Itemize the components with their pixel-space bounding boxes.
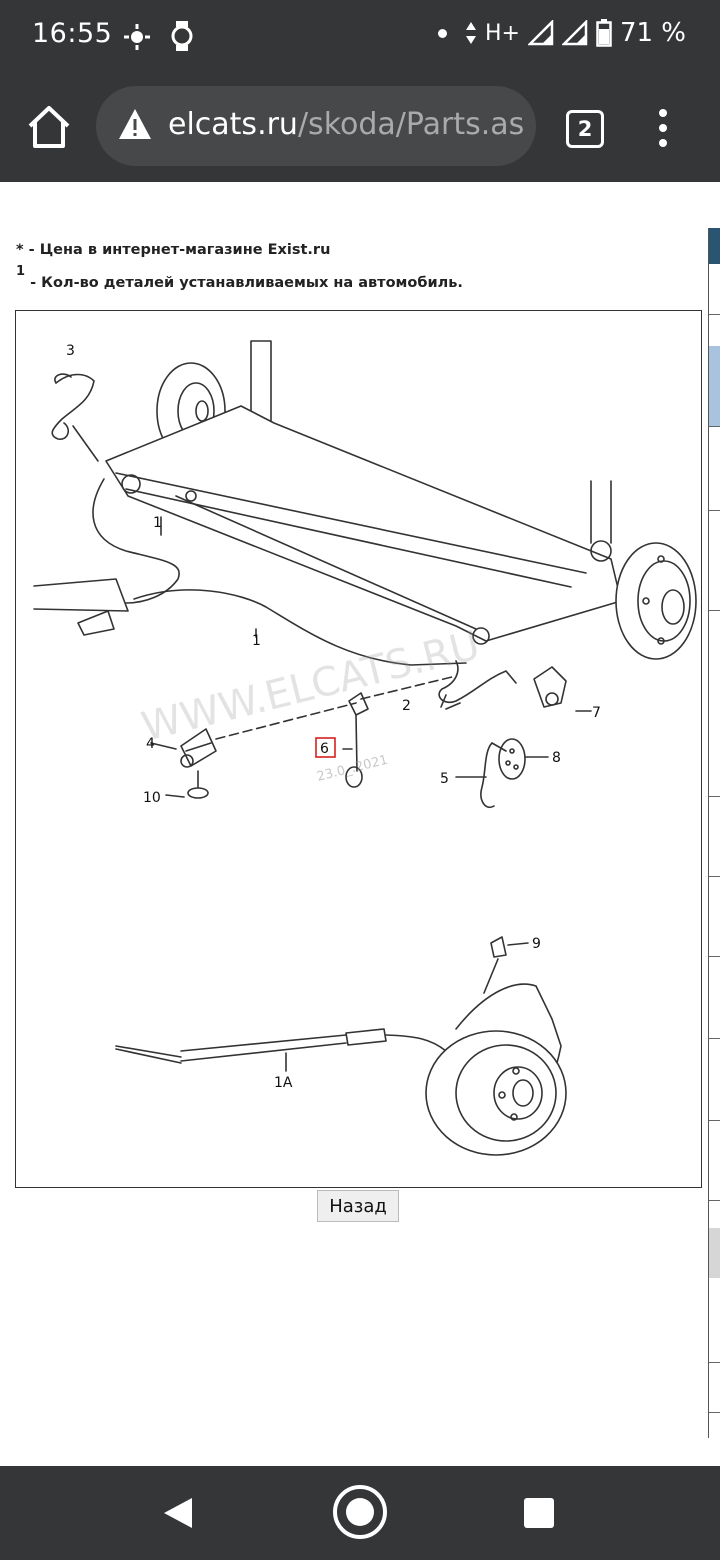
signal-icon (527, 20, 554, 46)
price-text: - Цена в интернет-магазине Exist.ru (23, 242, 331, 258)
home-circle-icon[interactable] (332, 1484, 388, 1540)
qty-symbol: 1 (16, 264, 26, 279)
table-divider (709, 876, 720, 877)
price-note: * - Цена в интернет-магазине Exist.ru (16, 242, 330, 258)
table-gray-row (709, 1228, 720, 1278)
callout-2: 2 (402, 698, 411, 714)
watch-icon (171, 21, 193, 51)
status-bar: 16:55 H+ 71 % (0, 0, 720, 72)
back-button[interactable]: Назад (317, 1190, 399, 1222)
signal-icon (561, 20, 588, 46)
parts-diagram: 3 1 1 2 7 4 8 5 10 9 1A 6 WWW.ELCATS.RU … (15, 310, 702, 1188)
table-header-cell (709, 228, 720, 264)
url-path: /skoda/Parts.as (297, 107, 525, 142)
callout-1: 1 (153, 515, 162, 531)
watermark: WWW.ELCATS.RU (137, 622, 484, 750)
system-nav-bar (0, 1466, 720, 1560)
battery-level: 71 % (619, 18, 686, 48)
status-time: 16:55 (32, 18, 113, 49)
callout-7: 7 (592, 705, 601, 721)
callout-1a: 1A (274, 1075, 293, 1091)
warning-icon[interactable] (118, 108, 152, 140)
table-selected-row[interactable] (709, 346, 720, 426)
table-divider (709, 426, 720, 427)
network-type: H+ (484, 20, 520, 46)
table-divider (709, 1200, 720, 1201)
tab-count: 2 (577, 117, 593, 141)
overflow-menu-icon[interactable] (656, 108, 670, 148)
table-divider (709, 1120, 720, 1121)
callout-4: 4 (146, 736, 155, 752)
table-divider (709, 1362, 720, 1363)
callout-8: 8 (552, 750, 561, 766)
table-divider (709, 796, 720, 797)
dot-icon (437, 28, 447, 38)
url-text: elcats.ru/skoda/Parts.as (168, 107, 524, 142)
table-divider (709, 510, 720, 511)
callout-9: 9 (532, 936, 541, 952)
battery-icon (596, 19, 612, 47)
table-divider (709, 956, 720, 957)
table-divider (709, 314, 720, 315)
recents-square-icon[interactable] (524, 1498, 554, 1528)
url-bar[interactable]: elcats.ru/skoda/Parts.as (96, 86, 536, 166)
table-divider (709, 1038, 720, 1039)
url-host: elcats.ru (168, 107, 298, 142)
callout-3: 3 (66, 343, 75, 359)
highlight-box-6[interactable] (315, 737, 336, 758)
callout-6: 6 (320, 741, 329, 757)
home-icon[interactable] (26, 104, 72, 150)
location-icon (124, 24, 150, 50)
browser-toolbar: elcats.ru/skoda/Parts.as 2 (0, 72, 720, 182)
table-divider (709, 610, 720, 611)
callout-10: 10 (143, 790, 161, 806)
qty-text: - Кол-во деталей устанавливаемых на авто… (25, 274, 463, 291)
callout-1b: 1 (252, 633, 261, 649)
back-triangle-icon[interactable] (162, 1496, 194, 1530)
data-arrows-icon (465, 22, 476, 44)
rear-axle-drawing: 3 1 1 2 7 4 8 5 10 9 1A 6 WWW.ELCATS.RU … (33, 340, 697, 1156)
status-right: H+ 71 % (437, 18, 686, 48)
quantity-note: 1 - Кол-во деталей устанавливаемых на ав… (16, 264, 463, 291)
price-symbol: * (16, 242, 24, 258)
callout-5: 5 (440, 771, 449, 787)
table-divider (709, 1412, 720, 1413)
parts-table-edge (708, 228, 720, 1438)
tabs-icon[interactable]: 2 (566, 110, 604, 148)
